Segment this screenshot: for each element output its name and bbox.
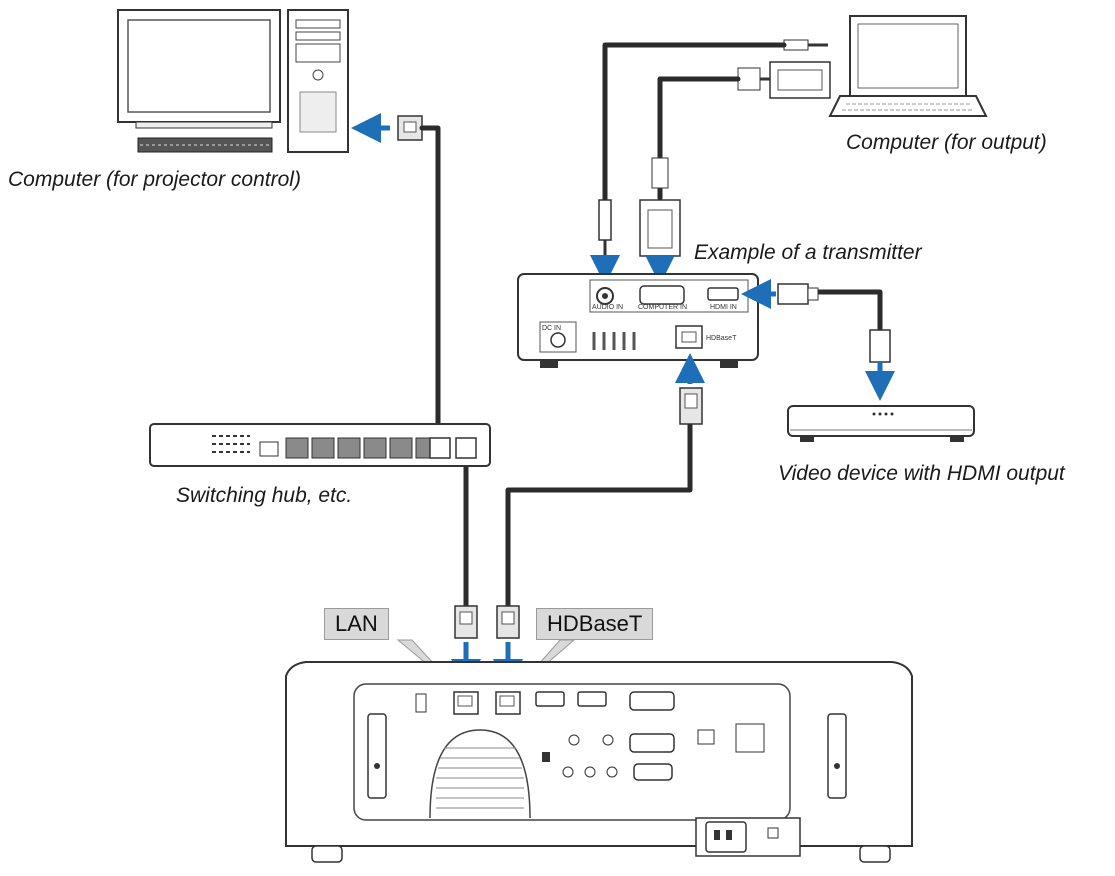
- caption-transmitter: Example of a transmitter: [694, 241, 922, 264]
- callout-lan: LAN: [324, 608, 389, 640]
- audio-plug-transmitter: [590, 199, 620, 285]
- port-label-audio-in: AUDIO IN: [592, 304, 623, 311]
- callout-hdbaset: HDBaseT: [536, 608, 654, 640]
- cable-hdmi: [815, 289, 883, 333]
- hdmi-plug-transmitter: [741, 279, 819, 309]
- cable-hdbaset: [505, 421, 693, 609]
- caption-computer-control: Computer (for projector control): [8, 168, 301, 191]
- audio-plug-laptop: [783, 39, 828, 51]
- projector: [285, 661, 913, 863]
- switching-hub: [149, 423, 491, 467]
- cable-computer-hub: [419, 125, 441, 443]
- hdmi-plug-video-device: [865, 329, 895, 401]
- port-label-dc-in: DC IN: [542, 325, 561, 332]
- port-label-computer-in: COMPUTER IN: [638, 304, 687, 311]
- transmitter-port-labels: AUDIO IN COMPUTER IN HDMI IN DC IN HDBas…: [542, 304, 737, 342]
- transmitter-box: [517, 273, 759, 368]
- port-label-hdmi-in: HDMI IN: [710, 304, 737, 311]
- laptop-computer: [828, 15, 988, 117]
- cable-audio: [602, 42, 787, 203]
- caption-switching-hub: Switching hub, etc.: [176, 484, 353, 507]
- caption-video-device: Video device with HDMI output: [778, 462, 1065, 485]
- desktop-computer: [117, 9, 349, 153]
- vga-plug-laptop: [737, 61, 831, 99]
- hdbaset-plug-transmitter: [675, 353, 705, 425]
- lan-plug-computer: [351, 113, 423, 143]
- video-device: [787, 405, 975, 442]
- cable-vga: [657, 76, 741, 161]
- vga-plug-transmitter: [639, 157, 681, 285]
- caption-computer-output: Computer (for output): [846, 131, 1047, 154]
- port-label-hdbaset-tx: HDBaseT: [706, 335, 737, 342]
